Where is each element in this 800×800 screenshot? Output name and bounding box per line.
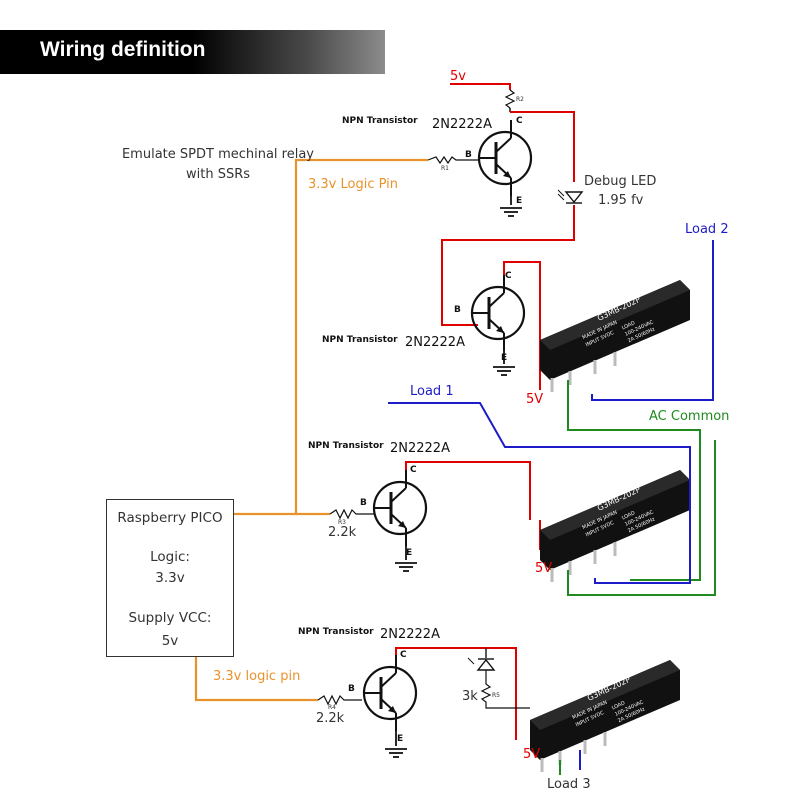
stage2-collector-wire	[503, 261, 541, 390]
stage2	[470, 240, 714, 581]
stage3-collector-wire	[405, 461, 531, 520]
t4-b-label: B	[348, 684, 355, 694]
debug-led-fv: 1.95 fv	[598, 193, 644, 208]
load1-wire	[388, 402, 691, 584]
debug-led-icon	[557, 189, 584, 204]
r5-label: R5	[492, 692, 500, 699]
ssr3-5v-label: 5V	[523, 747, 540, 762]
ac-common-wire-2	[567, 440, 716, 596]
r2-resistor	[504, 89, 516, 109]
ssr1-load: LOAD	[621, 320, 636, 331]
stage4	[194, 647, 682, 775]
t2-c-label: C	[505, 271, 512, 281]
top-logic-wire	[232, 158, 428, 516]
t4-e-label: E	[397, 734, 403, 744]
r5-value: 3k	[462, 689, 478, 704]
bottom-logic-wire	[194, 655, 318, 702]
pico-name: Raspberry PICO	[117, 510, 223, 526]
load2-wire	[591, 240, 714, 401]
stage4-collector-wire	[395, 647, 517, 740]
load1-label: Load 1	[410, 384, 454, 399]
t1-c-label: C	[516, 116, 523, 126]
pico-supply-label: Supply VCC:	[128, 610, 212, 626]
t1-e-label: E	[516, 196, 522, 206]
r3-label: R3	[338, 519, 346, 526]
top-logic-label: 3.3v Logic Pin	[308, 177, 398, 192]
r5-resistor	[480, 670, 530, 709]
ssr3-load: LOAD	[611, 700, 626, 711]
r4-resistor	[317, 694, 362, 706]
transistor-2-part: 2N2222A	[405, 335, 465, 350]
t3-e-label: E	[406, 548, 412, 558]
debug-led-name: Debug LED	[584, 174, 656, 189]
supply-5v-wire	[450, 83, 511, 90]
ground-icon	[384, 748, 408, 758]
r3-resistor	[329, 508, 374, 520]
transistor-3-label: NPN Transistor	[308, 441, 384, 451]
pico-logic-value: 3.3v	[155, 570, 185, 586]
ground-icon	[394, 562, 418, 572]
ground-icon	[499, 207, 523, 217]
r2-label: R2	[516, 96, 524, 103]
ac-common-label: AC Common	[649, 409, 729, 424]
t3-b-label: B	[360, 498, 367, 508]
r3-value: 2.2k	[328, 525, 357, 540]
transistor-1-label: NPN Transistor	[342, 116, 418, 126]
stage2-base-wire	[441, 205, 575, 326]
led-icon	[467, 657, 496, 671]
npn-transistor-4	[362, 653, 418, 733]
load2-label: Load 2	[685, 222, 729, 237]
r4-label: R4	[328, 704, 336, 711]
debug-led-feed-wire	[510, 111, 575, 182]
note-line-1: Emulate SPDT mechinal relay	[122, 147, 314, 162]
transistor-4-part: 2N2222A	[380, 627, 440, 642]
title-banner: Wiring definition	[0, 30, 385, 74]
ac-common-wire	[567, 380, 701, 581]
transistor-3-part: 2N2222A	[390, 441, 450, 456]
ssr2-load: LOAD	[621, 510, 636, 521]
t3-c-label: C	[410, 465, 417, 475]
r1-resistor	[427, 155, 478, 165]
supply-5v-label: 5v	[450, 69, 466, 84]
note-line-2: with SSRs	[186, 167, 250, 182]
stage3	[329, 402, 716, 596]
load3-label: Load 3	[547, 777, 591, 792]
bottom-logic-label: 3.3v logic pin	[213, 669, 300, 684]
r1-label: R1	[441, 165, 449, 172]
npn-transistor-2	[470, 273, 526, 353]
t1-b-label: B	[465, 150, 472, 160]
ssr1-5v-label: 5V	[526, 392, 543, 407]
page-title: Wiring definition	[40, 38, 206, 61]
transistor-1-part: 2N2222A	[432, 117, 492, 132]
top-transistor-stage	[427, 83, 584, 326]
t2-e-label: E	[501, 353, 507, 363]
transistor-2-label: NPN Transistor	[322, 335, 398, 345]
raspberry-pico-box: Raspberry PICO Logic: 3.3v Supply VCC: 5…	[106, 499, 234, 657]
pico-supply-value: 5v	[161, 633, 179, 649]
ssr2-5v-label: 5V	[535, 561, 552, 576]
r4-value: 2.2k	[316, 711, 345, 726]
t4-c-label: C	[400, 650, 407, 660]
npn-transistor-3	[372, 468, 428, 548]
transistor-4-label: NPN Transistor	[298, 627, 374, 637]
t2-b-label: B	[454, 305, 461, 315]
ground-icon	[492, 366, 516, 376]
pico-logic-label: Logic:	[150, 549, 190, 565]
